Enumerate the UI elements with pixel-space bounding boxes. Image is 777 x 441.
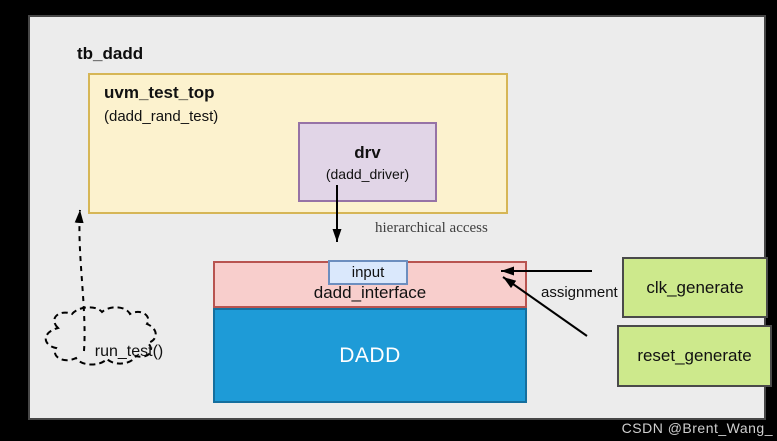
clk-generate-box: clk_generate <box>622 257 768 318</box>
dadd-dut-label: DADD <box>339 343 401 367</box>
drv-subtitle: (dadd_driver) <box>325 165 410 182</box>
uvm-test-top-subtitle: (dadd_rand_test) <box>104 108 219 125</box>
input-port-box: input <box>328 260 408 285</box>
tb-dadd-label: tb_dadd <box>77 44 144 63</box>
assignment-label: assignment <box>541 284 618 301</box>
reset-generate-box: reset_generate <box>617 325 772 387</box>
uvm-test-top-title: uvm_test_top <box>104 83 215 102</box>
watermark: CSDN @Brent_Wang_ <box>621 420 773 436</box>
reset-generate-label: reset_generate <box>637 346 752 365</box>
hierarchical-access-label: hierarchical access <box>375 220 488 236</box>
diagram-canvas: tb_dadd uvm_test_top (dadd_rand_test) dr… <box>28 15 772 420</box>
clk-generate-label: clk_generate <box>646 277 744 297</box>
input-port-label: input <box>351 264 385 281</box>
dadd-dut-box: DADD <box>213 308 527 403</box>
dadd-interface-label: dadd_interface <box>313 283 427 302</box>
drv-title: drv <box>354 142 381 162</box>
drv-box: drv (dadd_driver) <box>298 122 437 202</box>
run-test-label: run_test() <box>94 343 164 360</box>
